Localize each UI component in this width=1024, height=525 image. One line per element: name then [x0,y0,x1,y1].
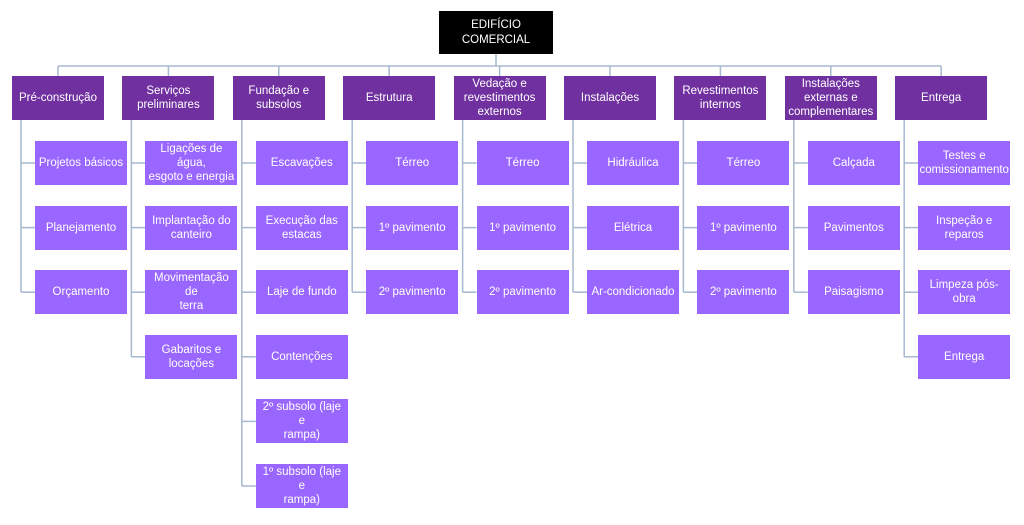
task-node: 2º pavimento [476,270,569,315]
task-node: Inspeção e reparos [918,205,1011,250]
task-node: Hidráulica [587,141,679,185]
task-node: Testes e comissionamento [918,141,1011,185]
task-node: Gabaritos e locações [145,334,238,379]
task-node: Ligações de água, esgoto e energia [145,141,238,185]
category-node: Fundação e subsolos [232,76,325,120]
task-node: Calçada [807,141,900,185]
task-node: 1º pavimento [476,205,569,250]
task-node: Orçamento [35,270,127,315]
category-node: Pré-construção [12,76,104,120]
task-node: Térreo [476,141,569,185]
task-node: Paisagismo [807,270,900,315]
task-node: Escavações [255,141,348,185]
category-node: Instalações externas e complementares [784,76,877,120]
task-node: Ar-condicionado [587,270,679,315]
category-node: Revestimentos internos [674,76,767,120]
task-node: 2º pavimento [366,270,459,315]
task-node: 1º pavimento [366,205,459,250]
task-node: Movimentação de terra [145,270,238,315]
task-node: 2º pavimento [697,270,790,315]
category-node: Vedação e revestimentos externos [453,76,546,120]
task-node: 1º subsolo (laje e rampa) [255,464,348,508]
category-node: Instalações [564,76,656,120]
task-node: Planejamento [35,205,127,250]
category-node: Serviços preliminares [122,76,215,120]
task-node: Limpeza pós-obra [918,270,1011,315]
task-node: Contenções [255,334,348,379]
task-node: Laje de fundo [255,270,348,315]
root-node: EDIFÍCIO COMERCIAL [439,11,553,54]
task-node: 2º subsolo (laje e rampa) [255,399,348,444]
task-node: Execução das estacas [255,205,348,250]
category-node: Entrega [895,76,988,120]
task-node: Implantação do canteiro [145,205,238,250]
task-node: Térreo [366,141,459,185]
task-node: Elétrica [587,205,679,250]
task-node: Projetos básicos [35,141,127,185]
task-node: Pavimentos [807,205,900,250]
task-node: Entrega [918,334,1011,379]
task-node: 1º pavimento [697,205,790,250]
category-node: Estrutura [343,76,436,120]
task-node: Térreo [697,141,790,185]
